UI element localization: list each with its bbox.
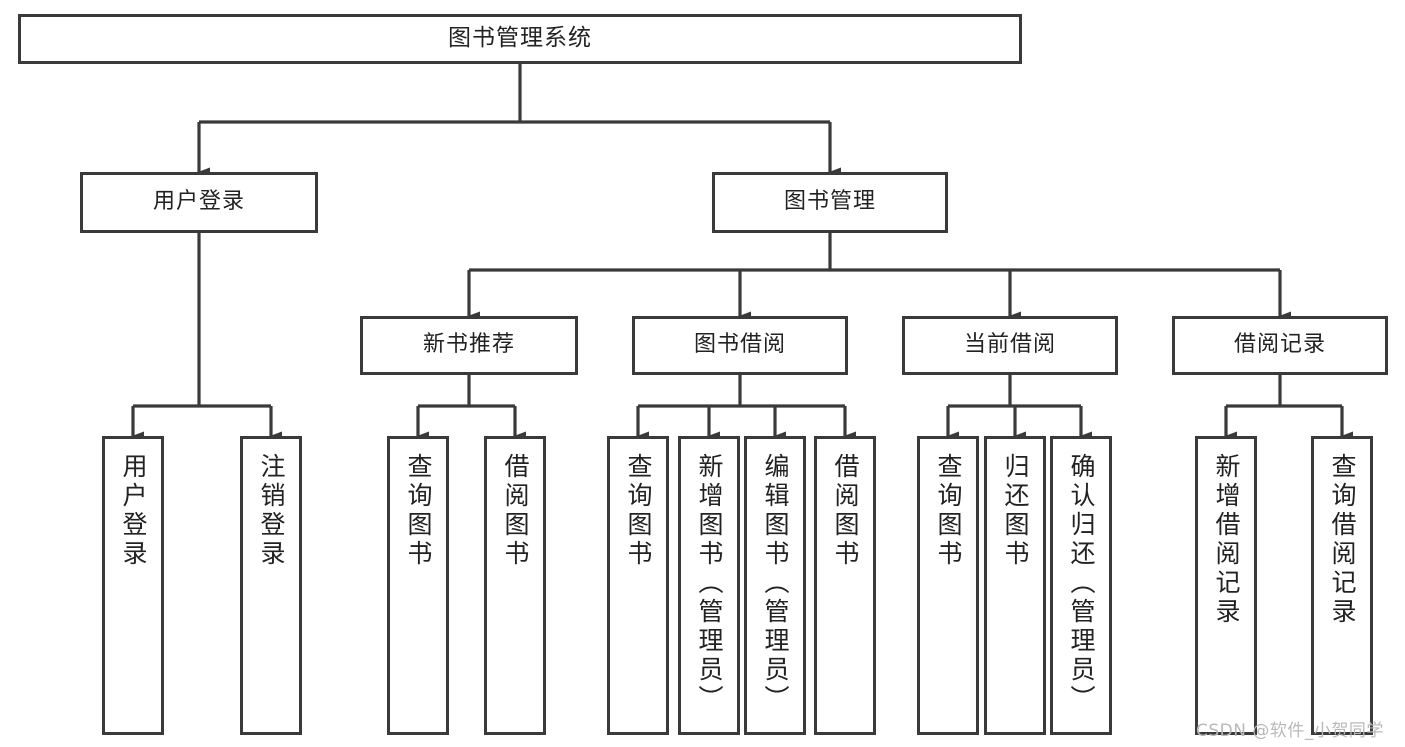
node-leaf_cb_query[interactable]: 查询图书 [917, 436, 979, 735]
node-new_book_rec[interactable]: 新书推荐 [360, 316, 578, 375]
node-label: 确认归还（管理员） [1067, 453, 1096, 714]
node-label: 借阅图书 [831, 453, 860, 569]
node-user_login[interactable]: 用户登录 [80, 172, 318, 233]
node-label: 图书管理 [783, 189, 876, 215]
node-label: 图书管理系统 [448, 25, 592, 52]
node-leaf_bb_add[interactable]: 新增图书（管理员） [678, 436, 740, 735]
node-leaf_user_logout[interactable]: 注销登录 [240, 436, 302, 735]
node-label: 新书推荐 [422, 332, 515, 358]
node-label: 用户登录 [152, 189, 245, 215]
node-current_borrow[interactable]: 当前借阅 [902, 316, 1118, 375]
node-leaf_cb_return[interactable]: 归还图书 [984, 436, 1046, 735]
node-root[interactable]: 图书管理系统 [18, 14, 1022, 64]
node-leaf_nb_borrow[interactable]: 借阅图书 [484, 436, 546, 735]
node-label: 查询图书 [624, 453, 653, 569]
node-label: 图书借阅 [693, 332, 786, 358]
node-leaf_bb_query[interactable]: 查询图书 [607, 436, 669, 735]
node-leaf_br_add[interactable]: 新增借阅记录 [1195, 436, 1257, 735]
node-book_manage[interactable]: 图书管理 [712, 172, 948, 233]
node-label: 查询图书 [404, 453, 433, 569]
node-label: 注销登录 [257, 453, 286, 569]
node-leaf_nb_query[interactable]: 查询图书 [387, 436, 449, 735]
node-leaf_cb_confirm[interactable]: 确认归还（管理员） [1050, 436, 1112, 735]
node-label: 新增借阅记录 [1212, 453, 1241, 627]
node-label: 新增图书（管理员） [695, 453, 724, 714]
node-leaf_bb_edit[interactable]: 编辑图书（管理员） [744, 436, 806, 735]
node-label: 编辑图书（管理员） [761, 453, 790, 714]
node-book_borrow[interactable]: 图书借阅 [632, 316, 848, 375]
node-label: 借阅图书 [501, 453, 530, 569]
node-label: 查询图书 [934, 453, 963, 569]
node-label: 查询借阅记录 [1328, 453, 1357, 627]
node-label: 归还图书 [1001, 453, 1030, 569]
node-borrow_record[interactable]: 借阅记录 [1172, 316, 1388, 375]
node-label: 用户登录 [119, 453, 148, 569]
node-leaf_bb_borrow[interactable]: 借阅图书 [814, 436, 876, 735]
node-label: 借阅记录 [1233, 332, 1326, 358]
node-leaf_br_query[interactable]: 查询借阅记录 [1311, 436, 1373, 735]
node-leaf_user_login[interactable]: 用户登录 [102, 436, 164, 735]
node-label: 当前借阅 [963, 332, 1056, 358]
